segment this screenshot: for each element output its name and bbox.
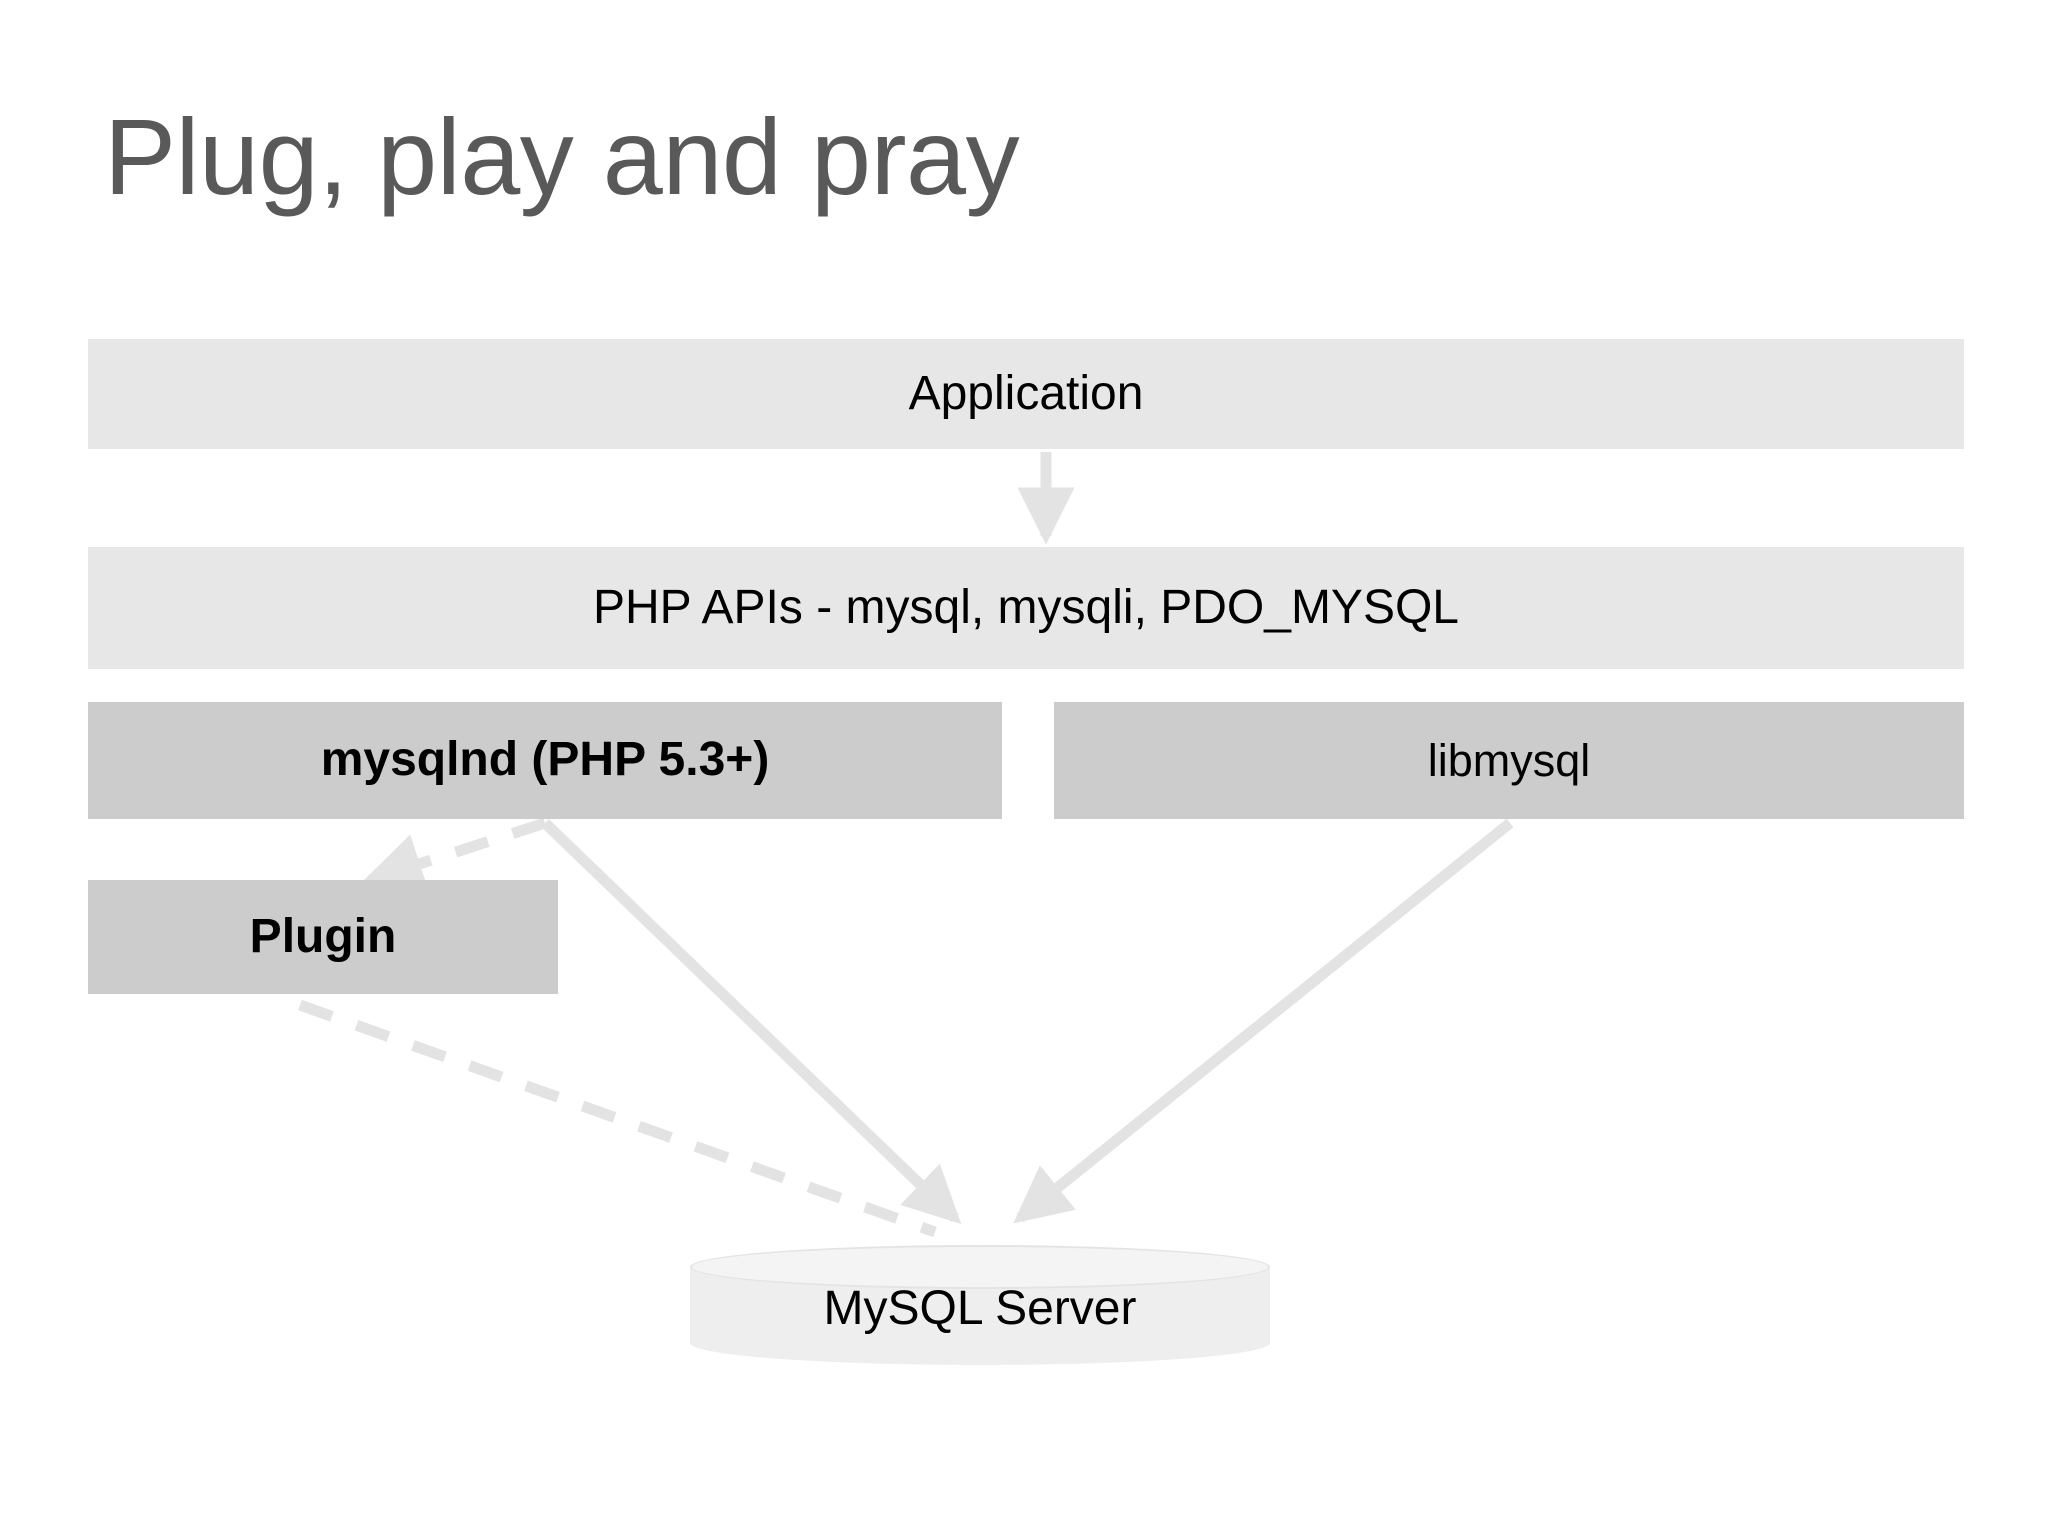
connector-mysqlnd-to-plugin <box>361 817 547 894</box>
connector-plugin-to-mysql-server <box>298 999 937 1238</box>
connector-libmysql-to-mysql-server <box>1013 818 1514 1224</box>
diagram-box-application[interactable]: Application <box>88 339 1964 449</box>
cylinder-top-ellipse <box>690 1245 1270 1289</box>
database-label: MySQL Server <box>823 1281 1137 1335</box>
diagram-box-plugin[interactable]: Plugin <box>88 880 558 994</box>
cylinder-bottom-ellipse <box>690 1321 1270 1365</box>
diagram-box-libmysql[interactable]: libmysql <box>1054 702 1964 819</box>
diagram-database-mysql-server[interactable]: MySQL Server <box>690 1245 1270 1365</box>
diagram-box-mysqlnd[interactable]: mysqlnd (PHP 5.3+) <box>88 702 1002 819</box>
connector-mysqlnd-to-mysql-server <box>541 819 962 1224</box>
page-title: Plug, play and pray <box>104 96 1020 217</box>
diagram-box-php-apis[interactable]: PHP APIs - mysql, mysqli, PDO_MYSQL <box>88 547 1964 669</box>
